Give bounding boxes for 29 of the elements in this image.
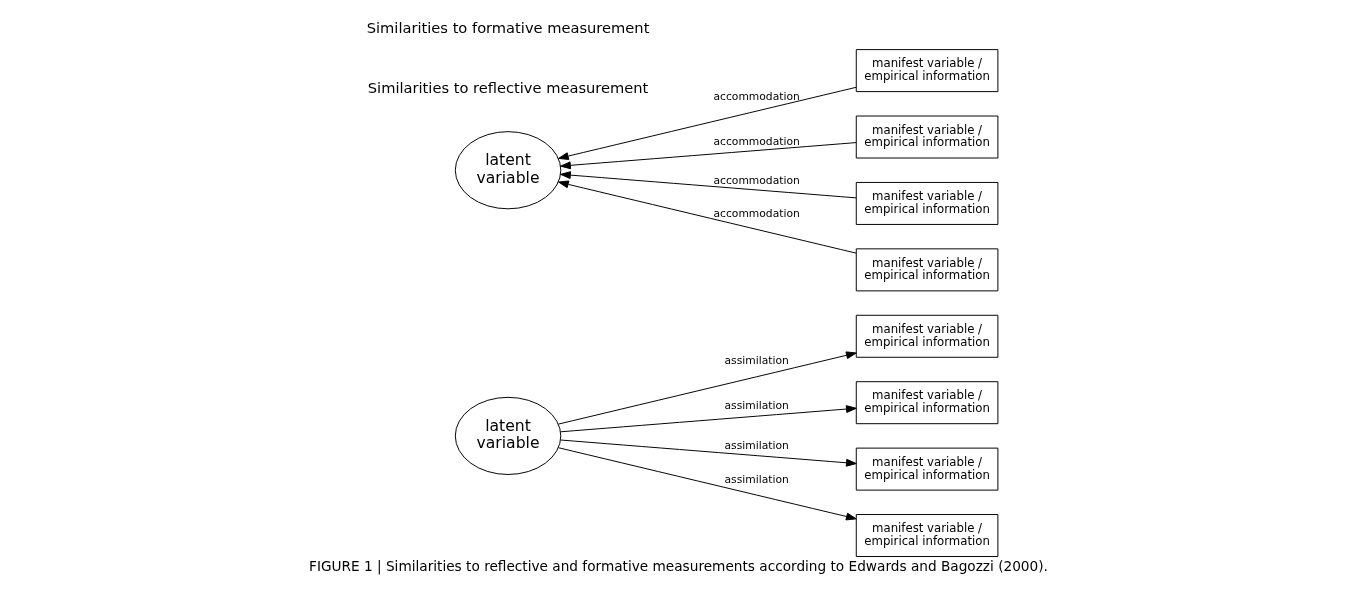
arrow bbox=[558, 447, 857, 521]
arrow bbox=[560, 142, 857, 170]
node-box: manifest variable / empirical information bbox=[855, 115, 999, 159]
edge-label: accommodation bbox=[713, 173, 800, 187]
edge-label: assimilation bbox=[724, 439, 789, 453]
node-box: manifest variable / empirical information bbox=[855, 514, 999, 558]
caption: FIGURE 1 | Similarities to reflective and formative measurements according to Edwards and Bagozzi (2000). bbox=[309, 558, 1048, 575]
label: Similarities to reflective measurement bbox=[367, 78, 649, 96]
arrow bbox=[558, 351, 857, 425]
node-box: manifest variable / empirical information bbox=[855, 314, 999, 358]
node-box: manifest variable / empirical information bbox=[855, 49, 999, 93]
node-box: manifest variable / empirical information bbox=[855, 447, 999, 491]
node-box: manifest variable / empirical information bbox=[855, 181, 999, 225]
arrow bbox=[560, 439, 857, 467]
arrow bbox=[558, 180, 857, 254]
edge-label: assimilation bbox=[724, 399, 789, 413]
node-box: manifest variable / empirical information bbox=[855, 248, 999, 292]
node-ellipse: latent variable bbox=[454, 131, 562, 210]
label: Similarities to formative measurement bbox=[366, 18, 650, 36]
edge-label: accommodation bbox=[713, 89, 800, 103]
edge-label: accommodation bbox=[713, 134, 800, 148]
node-box: manifest variable / empirical information bbox=[855, 381, 999, 425]
node-ellipse: latent variable bbox=[454, 396, 562, 475]
edge-label: assimilation bbox=[724, 472, 789, 486]
arrow bbox=[560, 405, 857, 433]
edge-label: assimilation bbox=[724, 354, 789, 368]
edge-label: accommodation bbox=[713, 206, 800, 220]
arrow bbox=[560, 171, 857, 199]
arrow bbox=[558, 86, 857, 160]
